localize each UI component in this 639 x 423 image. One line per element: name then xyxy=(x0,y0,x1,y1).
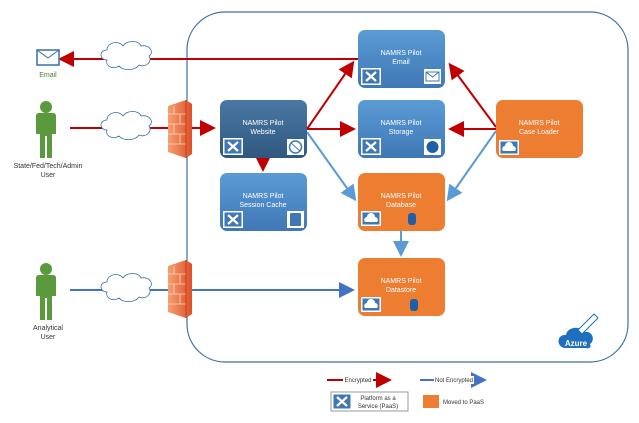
cloud-upload-icon xyxy=(361,297,381,312)
cloud-upload-icon xyxy=(361,211,381,226)
svg-text:NAMRS Pilot: NAMRS Pilot xyxy=(243,193,284,200)
storage-icon xyxy=(424,139,441,155)
paas-tools-icon xyxy=(221,136,245,157)
person-icon xyxy=(36,263,56,320)
svg-text:NAMRS Pilot: NAMRS Pilot xyxy=(381,278,422,285)
svg-text:Case Loader: Case Loader xyxy=(519,129,560,136)
analytical-user-actor: Analytical User xyxy=(33,263,63,341)
sql-database-icon xyxy=(410,299,418,311)
svg-text:Azure: Azure xyxy=(565,339,588,348)
envelope-icon xyxy=(424,69,441,84)
svg-text:Database: Database xyxy=(386,202,416,209)
svg-text:User: User xyxy=(41,334,56,341)
svg-text:Email: Email xyxy=(392,59,410,66)
moved-swatch xyxy=(423,395,439,408)
svg-text:Encrypted: Encrypted xyxy=(344,378,371,384)
legend: Encrypted Not Encrypted Platform as a Se… xyxy=(327,372,487,412)
azure-logo: Azure xyxy=(558,313,599,349)
state-user-actor: State/Fed/Tech/Admin User xyxy=(14,101,83,179)
svg-text:NAMRS Pilot: NAMRS Pilot xyxy=(381,193,422,200)
firewall-icon xyxy=(167,99,193,159)
svg-text:NAMRS Pilot: NAMRS Pilot xyxy=(519,120,560,127)
email-actor: Email xyxy=(36,49,60,79)
svg-text:User: User xyxy=(41,172,56,179)
internet-cloud-icon xyxy=(100,111,152,141)
cloud-upload-icon xyxy=(499,140,519,155)
paas-tools-icon xyxy=(359,66,383,87)
svg-text:Not Encrypted: Not Encrypted xyxy=(435,378,473,384)
azure-boundary xyxy=(186,11,629,363)
svg-text:NAMRS Pilot: NAMRS Pilot xyxy=(381,120,422,127)
svg-text:Service (PaaS): Service (PaaS) xyxy=(358,404,398,410)
internet-cloud-icon xyxy=(100,41,152,71)
svg-text:Session Cache: Session Cache xyxy=(239,202,286,209)
paas-tools-icon xyxy=(359,136,383,157)
svg-text:Website: Website xyxy=(250,129,275,136)
cache-icon xyxy=(287,211,304,228)
svg-text:Email: Email xyxy=(39,72,57,79)
svg-text:Datastore: Datastore xyxy=(386,287,416,294)
firewall-icon xyxy=(167,259,193,319)
svg-text:State/Fed/Tech/Admin: State/Fed/Tech/Admin xyxy=(14,163,83,170)
website-globe-icon xyxy=(287,139,304,155)
envelope-icon xyxy=(36,49,60,66)
svg-text:NAMRS Pilot: NAMRS Pilot xyxy=(381,50,422,57)
svg-text:Moved to PaaS: Moved to PaaS xyxy=(443,400,484,406)
svg-text:Platform as a: Platform as a xyxy=(360,396,396,402)
svg-text:Analytical: Analytical xyxy=(33,325,63,332)
internet-cloud-icon xyxy=(100,273,152,303)
svg-text:Storage: Storage xyxy=(389,129,414,136)
svg-text:NAMRS Pilot: NAMRS Pilot xyxy=(243,120,284,127)
paas-tools-icon xyxy=(221,209,245,230)
sql-database-icon xyxy=(408,213,416,225)
person-icon xyxy=(36,101,56,158)
paas-tools-icon xyxy=(330,391,354,412)
